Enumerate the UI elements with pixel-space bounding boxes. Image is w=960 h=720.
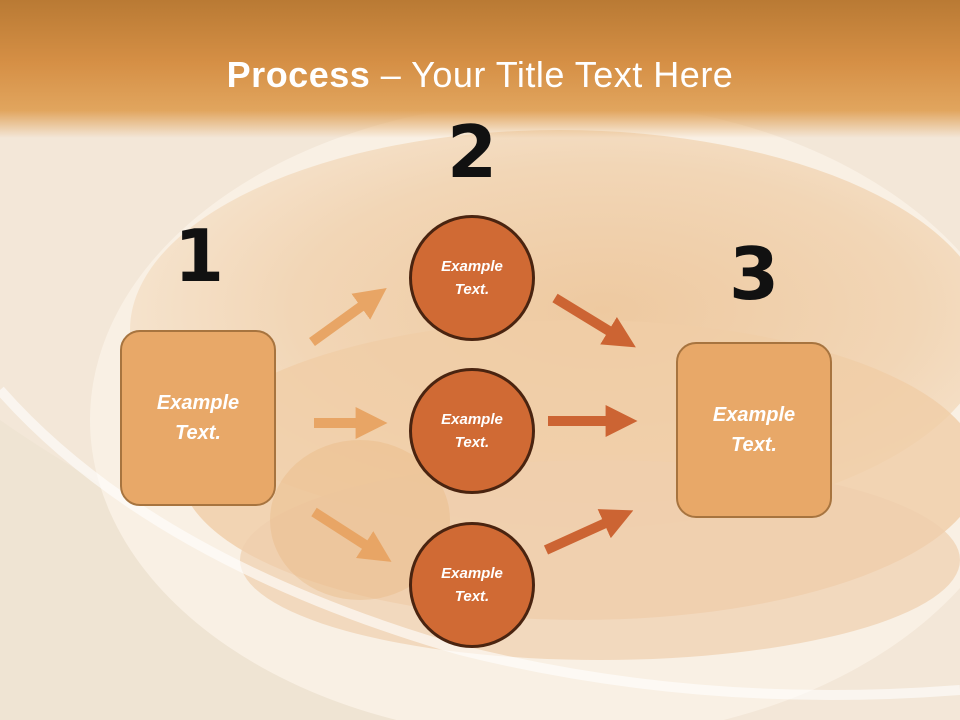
arrow-from-circle-top [552, 293, 636, 348]
slide-title: Process – Your Title Text Here [0, 54, 960, 96]
circle-text-line2: Text. [454, 434, 490, 451]
step-number-1: 1 [173, 214, 225, 298]
circle-bottom: Example Text. [409, 522, 535, 648]
box-text-line1: Example [712, 404, 796, 426]
header-band [0, 0, 960, 138]
step-3-box: Example Text. [676, 342, 832, 518]
box-text-line2: Text. [731, 434, 777, 456]
circle-text-line1: Example [441, 258, 503, 275]
circle-middle: Example Text. [409, 368, 535, 494]
arrow-from-circle-bottom [543, 509, 634, 555]
circle-text-line2: Text. [454, 281, 490, 298]
box-text-line2: Text. [175, 422, 221, 444]
circle-text-line2: Text. [454, 588, 490, 605]
circle-text-line1: Example [441, 565, 503, 582]
title-bold: Process [226, 54, 371, 95]
step-number-3: 3 [728, 232, 780, 316]
title-rest: – Your Title Text Here [370, 54, 734, 95]
step-number-2: 2 [446, 110, 498, 194]
box-text-line1: Example [156, 392, 240, 414]
circle-text-line1: Example [441, 411, 503, 428]
arrow-to-circle-top [309, 288, 387, 347]
step-1-box: Example Text. [120, 330, 276, 506]
arrow-to-circle-bottom [311, 507, 392, 562]
circle-top: Example Text. [409, 215, 535, 341]
